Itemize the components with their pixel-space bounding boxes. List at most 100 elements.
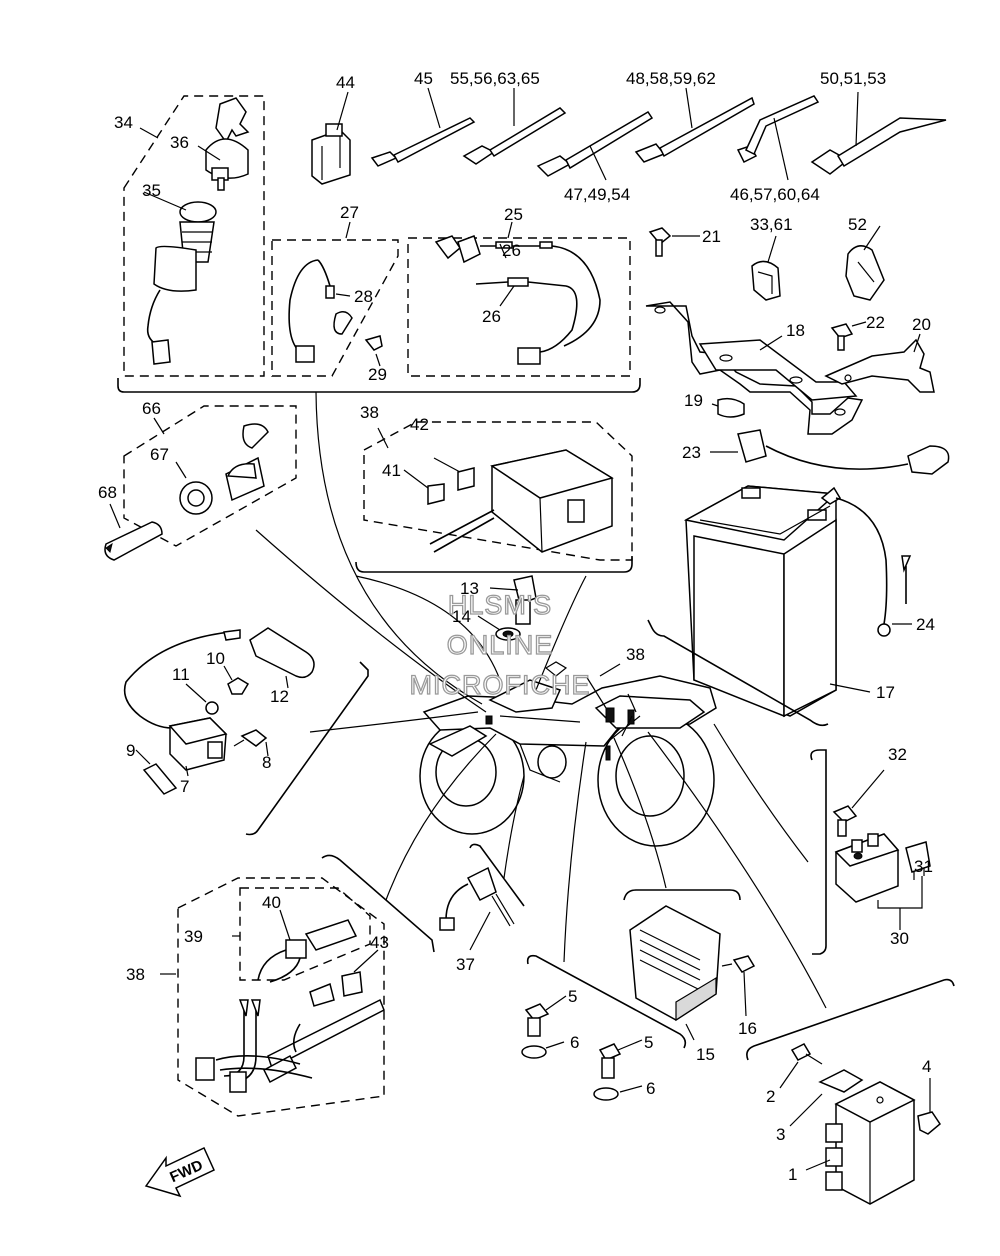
brace-regulator bbox=[526, 954, 687, 1049]
callout-6a: 6 bbox=[570, 1033, 579, 1052]
part-55-cable-tie bbox=[462, 107, 567, 165]
callout-8: 8 bbox=[262, 753, 271, 772]
group-27-box bbox=[271, 239, 399, 377]
part-8-bolt bbox=[233, 729, 268, 747]
watermark: HLSM'S ONLINE MICROFICHE bbox=[409, 589, 590, 700]
part-12-plug-cap bbox=[123, 627, 315, 729]
callout-36: 36 bbox=[170, 133, 189, 152]
part-4-bolt bbox=[917, 1111, 941, 1135]
callout-42: 42 bbox=[410, 415, 429, 434]
group-brace-top bbox=[117, 378, 641, 393]
part-68-plug bbox=[104, 521, 163, 561]
part-67-nut bbox=[179, 481, 213, 515]
part-46-cable-tie bbox=[736, 95, 820, 164]
part-6-washer-b bbox=[593, 1087, 619, 1101]
callout-9: 9 bbox=[126, 741, 135, 760]
part-10-bolt bbox=[227, 677, 250, 695]
part-21-bolt bbox=[648, 227, 672, 257]
part-1-ecu bbox=[825, 1081, 916, 1205]
callout-38-center: 38 bbox=[626, 645, 645, 664]
callout-32: 32 bbox=[888, 745, 907, 764]
callout-15: 15 bbox=[696, 1045, 715, 1064]
main-harness bbox=[195, 982, 385, 1093]
callout-24: 24 bbox=[916, 615, 935, 634]
callout-34: 34 bbox=[114, 113, 133, 132]
callout-14: 14 bbox=[452, 607, 471, 626]
callout-4: 4 bbox=[922, 1057, 931, 1076]
part-2-screw bbox=[790, 1043, 823, 1065]
atv-vehicle bbox=[419, 661, 717, 847]
callout-20: 20 bbox=[912, 315, 931, 334]
part-36-ignition-key bbox=[205, 97, 250, 191]
group-34-box bbox=[123, 95, 265, 377]
part-19-grommet bbox=[717, 397, 745, 418]
callout-55: 55,56,63,65 bbox=[450, 69, 540, 88]
part-32-bolt bbox=[832, 805, 858, 837]
callout-44: 44 bbox=[336, 73, 355, 92]
callout-40: 40 bbox=[262, 893, 281, 912]
part-7-ignition-coil bbox=[168, 717, 228, 771]
part-11-washer bbox=[205, 701, 219, 715]
callout-27: 27 bbox=[340, 203, 359, 222]
part-29-cap bbox=[364, 335, 383, 351]
part-35-main-switch bbox=[146, 201, 217, 365]
callout-28: 28 bbox=[354, 287, 373, 306]
brace-relay bbox=[810, 749, 827, 955]
callout-25: 25 bbox=[504, 205, 523, 224]
callout-52: 52 bbox=[848, 215, 867, 234]
part-41-fuse bbox=[427, 483, 445, 505]
part-5-bolt-a bbox=[524, 1003, 550, 1037]
callout-11: 11 bbox=[172, 665, 190, 684]
callout-47: 47,49,54 bbox=[564, 185, 630, 204]
part-15-rectifier-regulator bbox=[629, 905, 721, 1022]
callout-18: 18 bbox=[786, 321, 805, 340]
part-48-cable-tie bbox=[634, 96, 755, 163]
callout-labels: 44 45 55,56,63,65 48,58,59,62 50,51,53 4… bbox=[98, 69, 935, 1184]
part-66-socket bbox=[225, 423, 269, 502]
part-25-sensor-harness bbox=[434, 235, 601, 365]
callout-67: 67 bbox=[150, 445, 169, 464]
callout-19: 19 bbox=[684, 391, 703, 410]
watermark-line-1: HLSM'S bbox=[448, 590, 552, 620]
callout-30: 30 bbox=[890, 929, 909, 948]
callout-41: 41 bbox=[382, 461, 401, 480]
brace-fuse-group bbox=[355, 556, 633, 573]
callout-5a: 5 bbox=[568, 987, 577, 1006]
part-31-fuse bbox=[905, 841, 931, 880]
part-37-speed-sensor bbox=[439, 866, 515, 931]
forward-direction-arrow: FWD bbox=[144, 1146, 215, 1198]
callout-66: 66 bbox=[142, 399, 161, 418]
brace-ecu bbox=[746, 978, 955, 1061]
callout-68: 68 bbox=[98, 483, 117, 502]
callout-38-harness: 38 bbox=[126, 965, 145, 984]
brace-harness bbox=[321, 854, 435, 953]
callout-23: 23 bbox=[682, 443, 701, 462]
callout-22: 22 bbox=[866, 313, 885, 332]
callout-7: 7 bbox=[180, 777, 189, 796]
part-16-bolt bbox=[721, 955, 756, 973]
callout-1: 1 bbox=[788, 1165, 797, 1184]
callout-16: 16 bbox=[738, 1019, 757, 1038]
part-44-connector-holder bbox=[311, 123, 351, 185]
part-18-bracket bbox=[645, 301, 864, 435]
callout-48: 48,58,59,62 bbox=[626, 69, 716, 88]
callout-2: 2 bbox=[766, 1087, 775, 1106]
leader-lines bbox=[255, 391, 827, 1009]
part-17-battery bbox=[683, 485, 838, 718]
part-14-gasket bbox=[495, 627, 521, 641]
part-28-switch bbox=[288, 259, 353, 363]
part-6-washer-a bbox=[521, 1045, 547, 1059]
callout-31: 31 bbox=[914, 857, 933, 876]
callout-38-fusebox: 38 bbox=[360, 403, 379, 422]
group-38-harness-box bbox=[177, 877, 385, 1117]
part-9-sleeve bbox=[142, 763, 178, 795]
callout-26b: 26 bbox=[482, 307, 501, 326]
callout-13: 13 bbox=[460, 579, 479, 598]
callout-45: 45 bbox=[414, 69, 433, 88]
part-47-cable-tie bbox=[536, 110, 654, 177]
callout-29: 29 bbox=[368, 365, 387, 384]
part-40-relay bbox=[257, 919, 358, 983]
callout-6b: 6 bbox=[646, 1079, 655, 1098]
group-39-box bbox=[239, 887, 371, 981]
